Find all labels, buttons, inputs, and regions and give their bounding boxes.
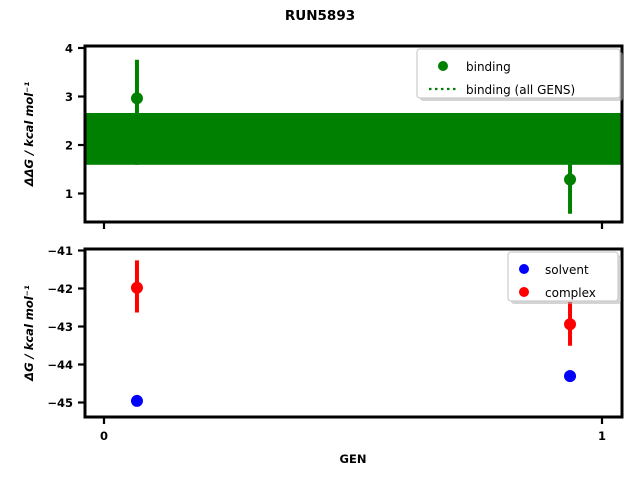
datapoint-solvent: [564, 370, 577, 383]
bottom-panel-legend-box: [507, 251, 619, 302]
legend-marker-binding-icon: [438, 61, 448, 71]
bottom-panel-xtick-label-0: 0: [100, 429, 108, 443]
top-panel-ytick-label-2: 2: [65, 139, 73, 153]
top-panel-legend-box: [416, 48, 621, 99]
bottom-panel-ytick-label-m41: −41: [47, 244, 73, 258]
top-panel-legend[interactable]: binding binding (all GENS): [416, 48, 623, 101]
top-panel-spines: [83, 44, 624, 224]
top-panel-legend-label-binding: binding: [466, 60, 511, 74]
datapoint-complex: [130, 281, 143, 294]
datapoint-binding: [130, 92, 143, 105]
bottom-panel-data-series: [130, 260, 577, 407]
legend-marker-complex-icon: [519, 287, 529, 297]
bottom-panel-xlabel: GEN: [340, 452, 367, 466]
top-panel-y-ticks: [78, 46, 85, 195]
top-panel-all-gens-band: [85, 112, 622, 165]
datapoint-solvent: [130, 394, 143, 407]
bottom-panel-ytick-label-m42: −42: [47, 282, 73, 296]
top-panel-ytick-label-4: 4: [65, 42, 73, 56]
datapoint-binding: [564, 173, 577, 186]
bottom-panel-ytick-label-m45: −45: [47, 396, 73, 410]
top-panel-ylabel: ΔΔG / kcal mol⁻¹: [22, 82, 36, 188]
bottom-panel-ylabel: ΔG / kcal mol⁻¹: [22, 285, 36, 382]
bottom-panel-spines: [83, 247, 624, 419]
top-panel-x-ticks: [102, 222, 604, 229]
legend-marker-solvent-icon: [519, 264, 529, 274]
figure-title: RUN5893: [285, 8, 355, 24]
bottom-panel-xtick-label-1: 1: [598, 429, 606, 443]
top-panel-ytick-label-3: 3: [65, 90, 73, 104]
bottom-panel-legend-label-complex: complex: [545, 286, 596, 300]
bottom-panel-legend[interactable]: solvent complex: [507, 251, 621, 304]
top-panel-legend-label-all-gens: binding (all GENS): [466, 83, 575, 97]
top-panel-ytick-label-1: 1: [65, 187, 73, 201]
bottom-panel: −41 −42 −43 −44 −45 0 1 ΔG / kcal mol⁻¹ …: [22, 244, 624, 466]
top-panel: 4 3 2 1 ΔΔG / kcal mol⁻¹ binding binding…: [22, 42, 624, 229]
datapoint-complex: [564, 318, 577, 331]
bottom-panel-ytick-label-m43: −43: [47, 320, 73, 334]
bottom-panel-y-ticks: [78, 249, 85, 404]
bottom-panel-ytick-label-m44: −44: [47, 358, 73, 372]
top-panel-data-series: [130, 59, 577, 214]
all-gens-band-fill: [85, 112, 622, 165]
bottom-panel-legend-label-solvent: solvent: [545, 263, 589, 277]
bottom-panel-x-ticks: [102, 417, 604, 424]
